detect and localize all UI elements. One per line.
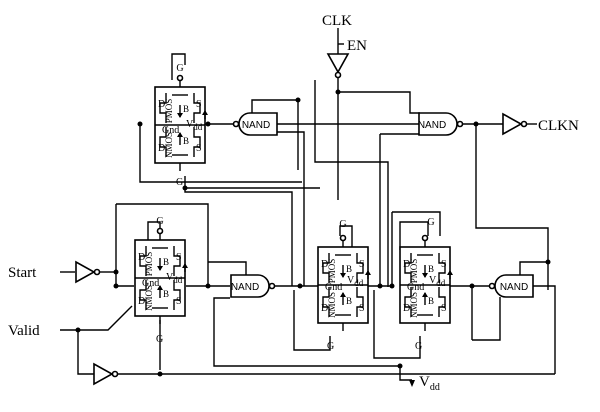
gate-pin-label: G xyxy=(339,219,346,230)
source-pin-label: S xyxy=(359,259,365,270)
nand-label: NAND xyxy=(418,120,446,131)
gnd-label: Gnd xyxy=(325,282,342,293)
nmos-label: NMOS xyxy=(144,285,154,311)
gate-pin-label: G xyxy=(156,216,163,227)
source-pin-label: S xyxy=(196,99,202,110)
vdd-label: Vdd xyxy=(347,275,364,288)
junction-dots xyxy=(75,89,551,377)
vdd-label: Vdd xyxy=(186,119,203,132)
drain-pin-label: D xyxy=(158,143,165,154)
gate-pin-label: G xyxy=(415,341,422,352)
pmos-label: PMOS xyxy=(409,259,419,284)
inverter-en xyxy=(327,53,349,79)
gnd-label: Gnd xyxy=(142,278,159,289)
source-pin-label: S xyxy=(176,296,182,307)
pmos-label: PMOS xyxy=(327,259,337,284)
gnd-label: Gnd xyxy=(162,125,179,136)
gate-pin-label: G xyxy=(176,177,183,188)
source-pin-label: S xyxy=(441,259,447,270)
inverter-valid xyxy=(93,363,119,385)
bulk-pin-label: B xyxy=(428,264,434,274)
bulk-pin-label: B xyxy=(183,136,189,146)
pmos-label: PMOS xyxy=(144,252,154,277)
bulk-pin-label: B xyxy=(346,296,352,306)
drain-pin-label: D xyxy=(158,99,165,110)
gate-pin-label: G xyxy=(427,217,434,228)
transmission-gate-middle: G D S D S B B Gnd Vdd PMOS NMOS G xyxy=(317,219,372,352)
transmission-gate-top: G D S D S B B Gnd Vdd PMOS NMOS G xyxy=(154,63,209,188)
nand-label: NAND xyxy=(242,120,270,131)
bulk-pin-label: B xyxy=(163,289,169,299)
clk-label: CLK xyxy=(322,13,352,29)
transmission-gate-right: G D S D S B B Gnd Vdd PMOS NMOS G xyxy=(399,217,454,352)
clkn-label: CLKN xyxy=(538,118,579,134)
nand-label: NAND xyxy=(231,282,259,293)
bulk-pin-label: B xyxy=(163,257,169,267)
wires xyxy=(60,28,556,387)
source-pin-label: S xyxy=(441,303,447,314)
bulk-pin-label: B xyxy=(346,264,352,274)
vdd-label: Vdd xyxy=(429,275,446,288)
vdd-supply-label: Vdd xyxy=(419,374,440,393)
nmos-label: NMOS xyxy=(164,132,174,158)
drain-pin-label: D xyxy=(321,259,328,270)
nmos-label: NMOS xyxy=(409,292,419,318)
inverter-start xyxy=(75,261,101,283)
start-label: Start xyxy=(8,265,37,281)
source-pin-label: S xyxy=(176,252,182,263)
valid-label: Valid xyxy=(8,323,40,339)
gnd-label: Gnd xyxy=(407,282,424,293)
drain-pin-label: D xyxy=(403,259,410,270)
source-pin-label: S xyxy=(359,303,365,314)
gate-pin-label: G xyxy=(156,334,163,345)
vdd-label: Vdd xyxy=(166,272,183,285)
drain-pin-label: D xyxy=(321,303,328,314)
drain-pin-label: D xyxy=(138,296,145,307)
pmos-label: PMOS xyxy=(164,99,174,124)
bulk-pin-label: B xyxy=(183,104,189,114)
transmission-gate-left: G D S D S B B Gnd Vdd PMOS NMOS G xyxy=(134,216,189,345)
nmos-label: NMOS xyxy=(327,292,337,318)
drain-pin-label: D xyxy=(403,303,410,314)
en-label: EN xyxy=(347,38,367,54)
drain-pin-label: D xyxy=(138,252,145,263)
nand-label: NAND xyxy=(500,282,528,293)
gate-pin-label: G xyxy=(176,63,183,74)
bulk-pin-label: B xyxy=(428,296,434,306)
gate-pin-label: G xyxy=(327,341,334,352)
source-pin-label: S xyxy=(196,143,202,154)
inverter-clkn xyxy=(502,113,528,135)
